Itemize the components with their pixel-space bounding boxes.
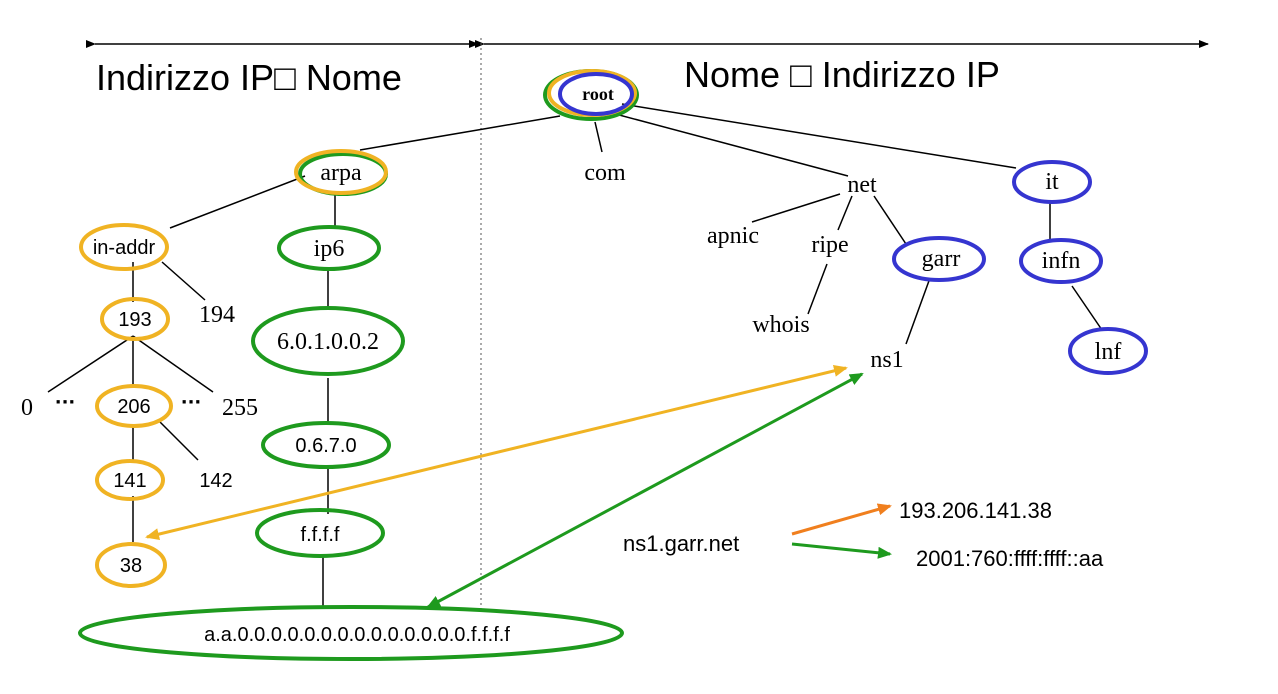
ip6-node [277,225,381,271]
it-label: it [1045,169,1059,195]
arpa-ring-orange [294,149,388,195]
n0-label: 0 [21,395,33,421]
lookup-name: ns1.garr.net [623,531,739,556]
ns1-label: ns1 [870,347,903,373]
n38-label: 38 [120,555,142,577]
whois-label: whois [752,312,809,338]
infn-node [1019,238,1103,284]
n206-label: 206 [117,396,150,418]
lookup-ipv4: 193.206.141.38 [899,498,1052,523]
lookup-ipv6: 2001:760:ffff:ffff::aa [916,546,1104,571]
reverse-lookup-arrow-orange [145,364,848,541]
n141-label: 141 [113,470,146,492]
left-heading: Indirizzo IP□ Nome [96,57,402,98]
it-node [1012,160,1092,204]
n193-label: 193 [118,309,151,331]
garr-node [892,236,986,282]
ip6-full-label: a.a.0.0.0.0.0.0.0.0.0.0.0.0.0.0.f.f.f.f [204,624,510,646]
tree-edges [47,103,1103,606]
garr-label: garr [922,246,961,272]
ip6-2-label: 0.6.7.0 [295,435,356,457]
ip6-1-label: 6.0.1.0.0.2 [277,329,379,355]
ipv4-arrow [791,503,892,536]
ip6-3-label: f.f.f.f [301,524,340,546]
n194-label: 194 [199,302,235,328]
in-addr-label: in-addr [93,237,156,259]
ripe-label: ripe [811,232,848,258]
n142-label: 142 [199,470,232,492]
n38-node [95,542,167,588]
com-label: com [584,160,626,186]
right-heading: Nome □ Indirizzo IP [684,54,1000,95]
lnf-label: lnf [1095,339,1122,365]
ip6-label: ip6 [314,236,345,262]
reverse-lookup-arrow-green [426,372,864,609]
n255-label: 255 [222,395,258,421]
ip6-full-node [78,605,624,661]
n193-node [100,297,170,341]
ipv6-arrow [791,542,892,559]
lnf-node [1068,327,1148,375]
infn-label: infn [1042,248,1081,274]
ellipsis-right: ··· [181,392,202,413]
net-label: net [847,172,877,198]
root-label: root [582,84,614,104]
root-ring-blue [558,72,634,116]
ellipsis-left: ··· [55,392,76,413]
apnic-label: apnic [707,223,759,249]
in-addr-node [79,223,169,271]
arpa-label: arpa [320,160,362,186]
